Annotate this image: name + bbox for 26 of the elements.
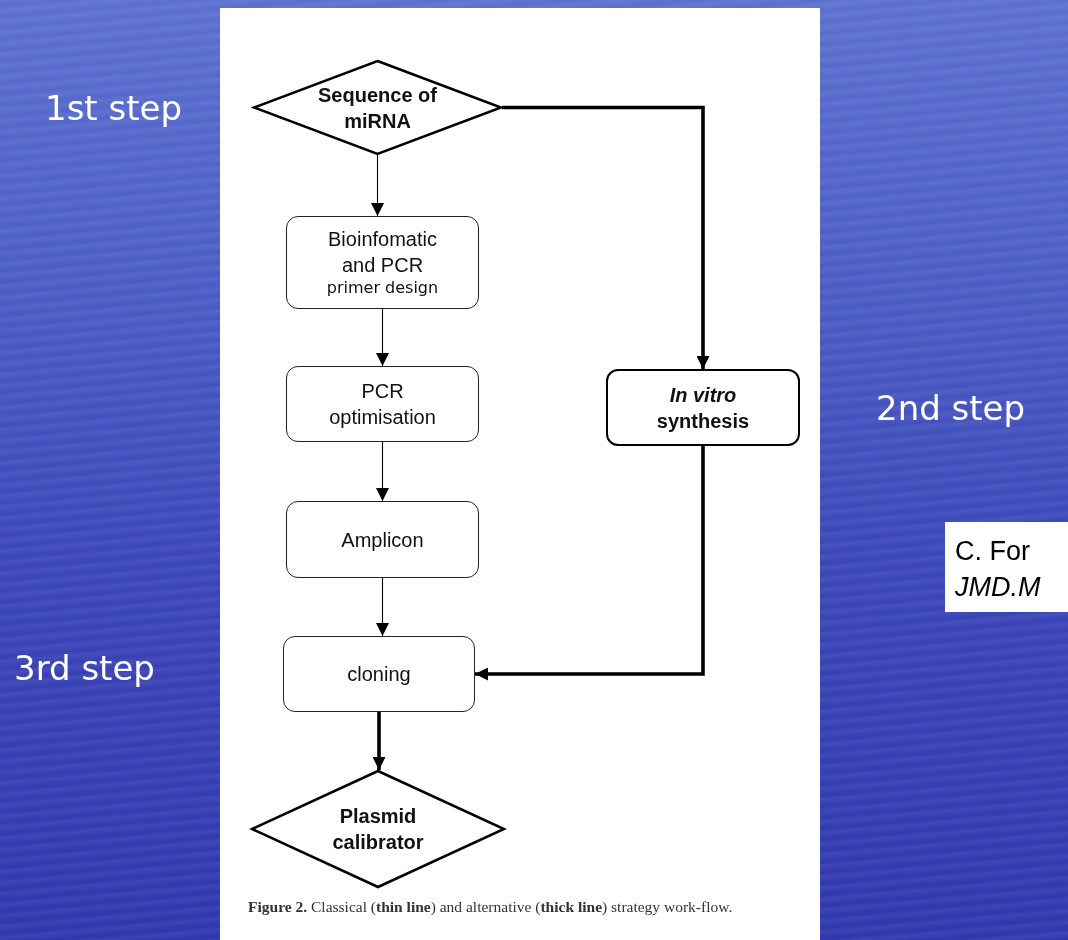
step-label: 2nd step bbox=[876, 388, 1026, 428]
citation-text: C. For bbox=[955, 536, 1030, 567]
process-box bbox=[286, 501, 479, 578]
node-text: Sequence of miRNA bbox=[317, 82, 438, 134]
citation-text: JMD.M bbox=[955, 572, 1041, 603]
arrow bbox=[502, 105, 710, 369]
process-box bbox=[286, 366, 479, 442]
arrow bbox=[376, 441, 389, 502]
arrow bbox=[376, 308, 389, 367]
process-box bbox=[283, 636, 475, 712]
arrow bbox=[372, 712, 386, 770]
node-subtext: primer design bbox=[326, 278, 439, 299]
arrow bbox=[376, 577, 389, 637]
arrow bbox=[371, 154, 384, 217]
process-box bbox=[606, 369, 800, 446]
process-box bbox=[286, 216, 479, 309]
node-text: Bioinfomatic and PCR bbox=[327, 227, 438, 279]
node-text: In vitro synthesis bbox=[655, 382, 751, 434]
step-label: 1st step bbox=[45, 88, 183, 128]
node-text: cloning bbox=[347, 662, 411, 687]
node-text: Amplicon bbox=[341, 527, 424, 553]
figure-caption: Figure 2. Classical (thin line) and alternative (thick line) strategy work-flow. bbox=[248, 898, 734, 916]
node-text: PCR optimisation bbox=[328, 379, 437, 430]
arrow bbox=[475, 446, 705, 681]
step-label: 3rd step bbox=[14, 648, 155, 688]
node-text: Plasmid calibrator bbox=[331, 804, 425, 855]
